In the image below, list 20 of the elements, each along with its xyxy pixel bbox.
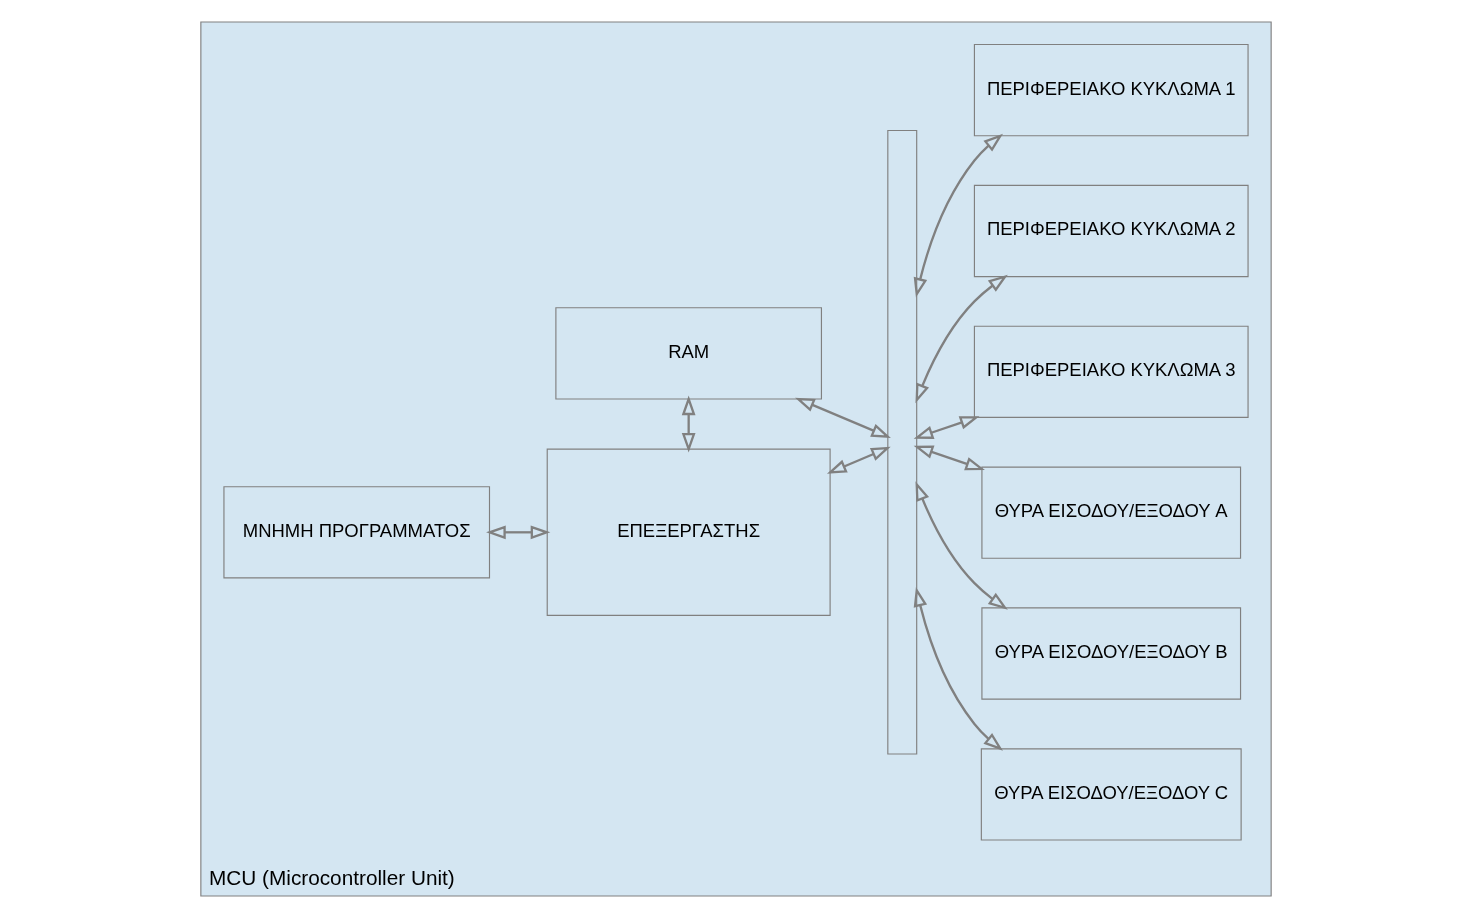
node-box: ΠΕΡΙΦΕΡΕΙΑΚΟ ΚΥΚΛΩΜΑ 2 xyxy=(973,184,1249,278)
arrow xyxy=(914,274,1008,404)
node-box: ΘΥΡΑ ΕΙΣΟΔΟΥ/ΕΞΟΔΟΥ B xyxy=(980,607,1241,700)
arrow xyxy=(913,416,979,439)
arrow xyxy=(913,133,1003,298)
arrow xyxy=(913,445,985,471)
node-box: RAM xyxy=(554,307,822,400)
node-box: ΜΝΗΜΗ ΠΡΟΓΡΑΜΜΑΤΟΣ xyxy=(222,486,490,579)
node-box: ΕΠΕΞΕΡΓΑΣΤΗΣ xyxy=(546,448,831,616)
arrow xyxy=(826,446,891,474)
node-bar xyxy=(886,129,917,755)
node-box: ΠΕΡΙΦΕΡΕΙΑΚΟ ΚΥΚΛΩΜΑ 3 xyxy=(973,325,1249,418)
node-box: ΘΥΡΑ ΕΙΣΟΔΟΥ/ΕΞΟΔΟΥ C xyxy=(980,748,1242,841)
arrow xyxy=(913,586,1003,751)
arrow xyxy=(914,481,1008,610)
arrow xyxy=(794,397,891,438)
node-box: ΠΕΡΙΦΕΡΕΙΑΚΟ ΚΥΚΛΩΜΑ 1 xyxy=(973,43,1249,137)
arrow xyxy=(485,525,550,540)
node-box: ΘΥΡΑ ΕΙΣΟΔΟΥ/ΕΞΟΔΟΥ A xyxy=(980,466,1241,559)
arrow xyxy=(681,395,696,453)
